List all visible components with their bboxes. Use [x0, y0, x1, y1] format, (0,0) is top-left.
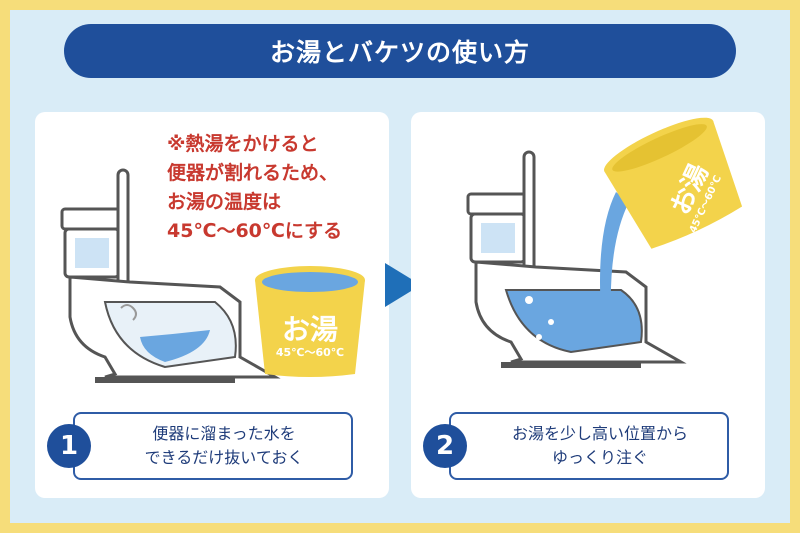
panel-step-2: お湯 45℃〜60℃ 2 お湯を少し高い位置から ゆっくり注ぐ — [411, 112, 765, 498]
bucket-temp-label: 45℃〜60℃ — [275, 346, 345, 359]
step-2-box: 2 お湯を少し高い位置から ゆっくり注ぐ — [423, 412, 729, 480]
step-2-text: お湯を少し高い位置から ゆっくり注ぐ — [481, 422, 719, 470]
warning-line: 45℃〜60℃にする — [167, 220, 343, 242]
step-line: お湯を少し高い位置から — [511, 424, 688, 443]
panel-step-1: お湯 45℃〜60℃ ※熱湯をかけると 便器が割れるため、 お湯の温度は 45℃… — [35, 112, 389, 498]
bucket-label: お湯 — [281, 313, 338, 346]
step-1-text: 便器に溜まった水を できるだけ抜いておく — [105, 422, 343, 470]
step-line: ゆっくり注ぐ — [551, 448, 648, 467]
step-1-box: 1 便器に溜まった水を できるだけ抜いておく — [47, 412, 353, 480]
temperature-warning: ※熱湯をかけると 便器が割れるため、 お湯の温度は 45℃〜60℃にする — [167, 130, 382, 246]
hot-water-bucket-icon — [255, 266, 365, 377]
pouring-bucket-icon — [604, 117, 743, 249]
warning-line: ※熱湯をかけると — [167, 133, 319, 155]
page-title: お湯とバケツの使い方 — [64, 24, 736, 78]
step-number-badge: 2 — [423, 424, 467, 468]
step-line: できるだけ抜いておく — [144, 448, 304, 467]
warning-line: お湯の温度は — [167, 191, 282, 213]
step-line: 便器に溜まった水を — [152, 424, 296, 443]
toilet-illustration-pouring — [466, 117, 743, 368]
toilet-illustration-drained — [60, 168, 365, 383]
step-number-badge: 1 — [47, 424, 91, 468]
warning-line: 便器が割れるため、 — [167, 162, 339, 184]
